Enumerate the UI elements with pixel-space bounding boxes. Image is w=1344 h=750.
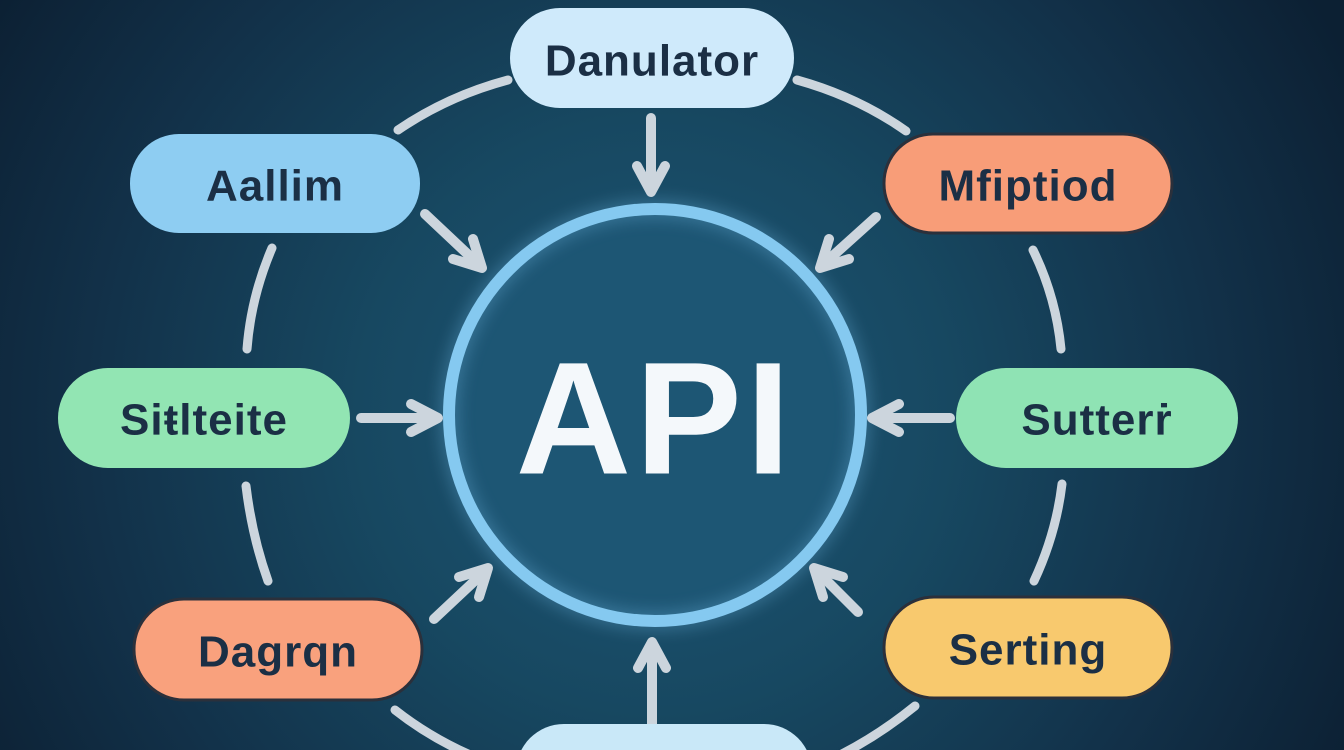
pill-shape [521,724,807,750]
node-pill-top-right: Mfiptiod [882,132,1174,235]
arc-left-lower [241,481,273,586]
pill-shape [132,597,424,702]
pill-shape [130,134,420,233]
arc-bottomright [839,701,920,750]
api-circle-fill [454,214,856,616]
pill-label: Dagrqn [198,628,358,677]
arrow-top-right [815,212,881,273]
inward-arrows [356,113,955,733]
api-center-label: API [516,329,795,508]
pill-label: Danulator [545,37,759,86]
node-pill-top-left: Aallim [130,134,420,233]
node-pills: Danulator Aallim Mfiptiod Siŧlteite Sutt… [58,8,1238,750]
pill-shape [956,368,1238,468]
arc-topleft [393,75,513,135]
node-pill-mid-right: Sutterṙ [956,368,1238,468]
arc-right-lower [1029,479,1067,586]
arrow-left [356,399,443,437]
pill-label: Siŧlteite [120,396,288,445]
ring-arc-connectors [241,75,1067,750]
arrow-right [867,399,955,437]
pill-shape [58,368,350,468]
arrow-bottom-left [429,563,493,624]
node-pill-mid-left: Siŧlteite [58,368,350,468]
arc-right-upper [1028,245,1066,354]
api-circle-ring [443,203,867,627]
pill-shape [510,8,794,108]
node-pill-bottom-right: Serting [882,595,1174,700]
pill-label: Serting [949,626,1108,675]
pill-shape [882,595,1174,700]
arrow-bottom-right [809,563,863,617]
pill-shape [882,132,1174,235]
node-pill-bottom [521,724,807,750]
node-pill-top: Danulator [510,8,794,108]
arc-bottomleft [390,705,471,750]
arc-topright [792,75,911,136]
arrow-top-left [420,209,487,273]
pill-label: Aallim [206,162,344,211]
pill-label: Mfiptiod [938,162,1117,211]
arc-left-upper [242,243,277,354]
node-pill-bottom-left: Dagrqn [132,597,424,702]
arrow-top [632,113,670,197]
pill-label: Sutterṙ [1021,396,1172,445]
arrow-bottom [633,637,671,733]
